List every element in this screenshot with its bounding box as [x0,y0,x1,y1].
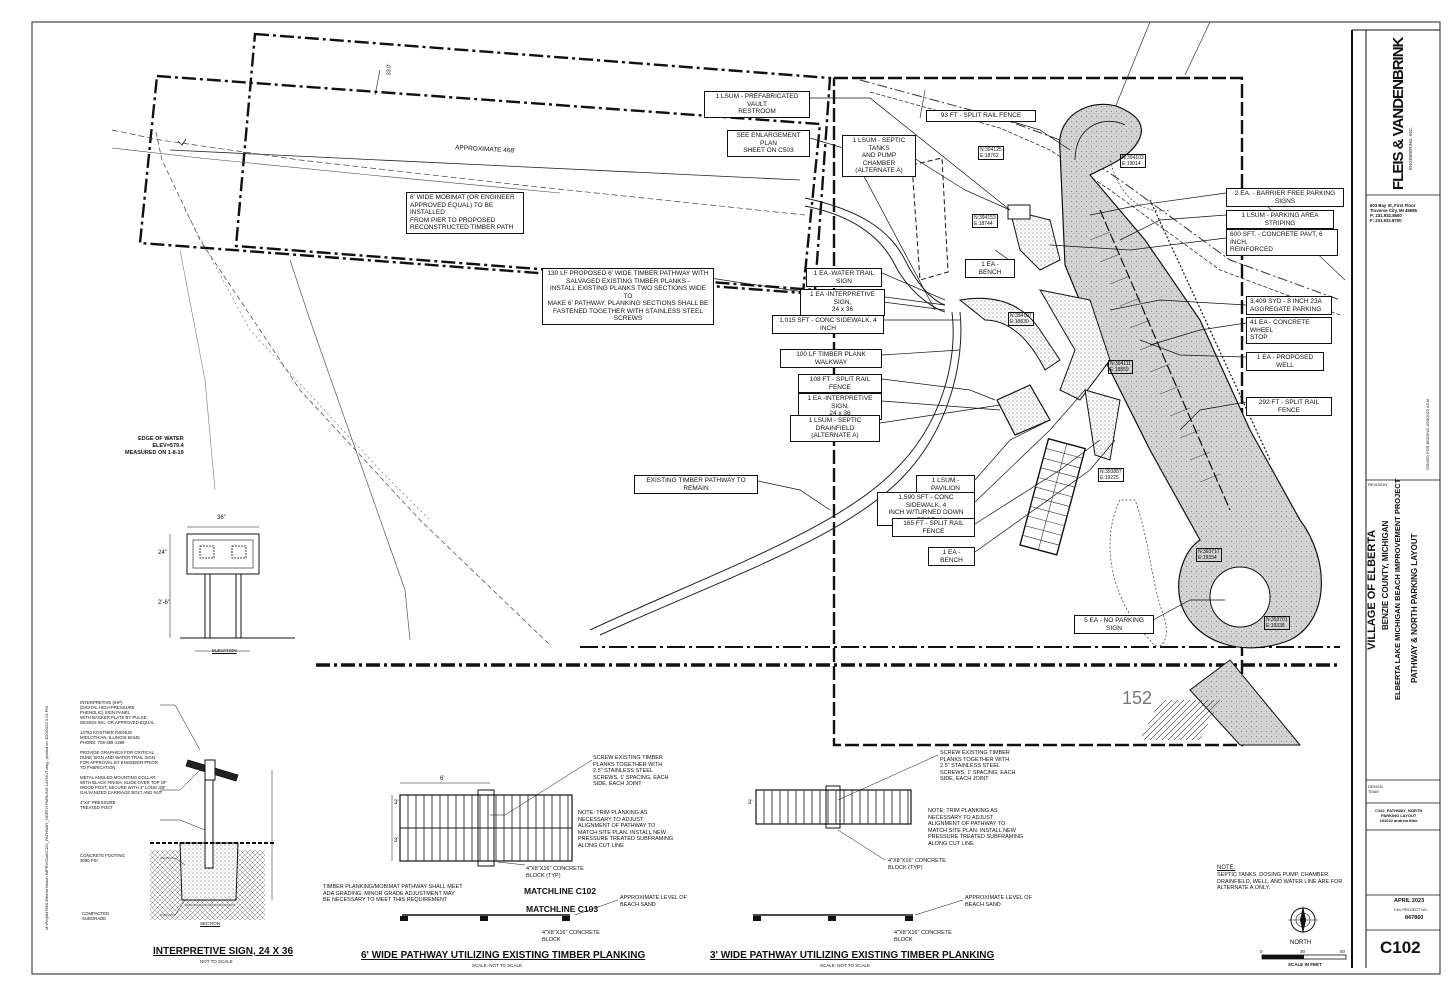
p3-screw-note: SCREW EXISTING TIMBER PLANKS TOGETHER WI… [940,750,1016,782]
design-team: DESIGN TEAM [1368,785,1383,794]
general-note-title: NOTE: [1217,865,1236,871]
file-name: C102_PATHWAY_NORTH PARKING LAYOUT 101022… [1375,808,1423,823]
sign-detail-title: INTERPRETIVE SIGN, 24 X 36 [153,946,294,957]
mobimat-note: TIMBER PLANKING/MOBIMAT PATHWAY SHALL ME… [323,884,463,903]
p6-screw-note: SCREW EXISTING TIMBER PLANKS TOGETHER WI… [593,755,669,787]
callout-proposed-well: 1 EA - PROPOSED WELL [1246,352,1324,371]
p6-scale: SCALE: NOT TO SCALE [472,963,523,968]
north-label: NORTH [1290,940,1312,946]
callout-barrier-free-signs: 2 EA. - BARRIER FREE PARKING SIGNS [1226,188,1344,207]
callout-mobimat: 6' WIDE MOBIMAT (OR ENGINEER APPROVED EQ… [406,192,524,234]
firm-subtitle: ENGINEERING, INC. [1408,126,1413,170]
p3-scale: SCALE: NOT TO SCALE [820,963,871,968]
p6-sand-note: APPROXIMATE LEVEL OF BEACH SAND [620,895,687,908]
file-path-stamp: M:\Proj\847860-Elberta Beach IMPRV\Civil… [44,706,49,930]
sign-footing-label: CONCRETE FOOTING 3000 PSI [80,853,125,863]
callout-split-rail-93: 93 FT - SPLIT RAIL FENCE [926,110,1036,122]
callout-bench-2: 1 EA - BENCH [928,547,975,566]
callout-timber-pathway-130: 130 LF PROPOSED 6' WIDE TIMBER PATHWAY W… [542,268,714,325]
sheet-date: APRIL 2023 [1394,898,1425,904]
sheet-number: C102 [1380,938,1421,957]
scale-label: SCALE IN FEET [1288,962,1322,967]
p3-block2-note: 4"X8"X16" CONCRETE BLOCK [894,930,952,943]
p3-block-note: 4"X8"X16" CONCRETE BLOCK (TYP) [888,858,946,871]
callout-split-rail-292: 292 FT - SPLIT RAIL FENCE [1246,397,1332,416]
sign-dim-post: 2'-6" [158,600,170,606]
p3-dim-3: 3' [748,800,753,806]
contour-label: 152 [1122,688,1153,708]
callout-vault-restroom: 1 LSUM - PREFABRICATED VAULT RESTROOM [704,91,810,118]
sign-dim-width: 36" [217,515,226,521]
p3-trim-note: NOTE: TRIM PLANKING AS NECESSARY TO ADJU… [928,808,1024,847]
revision-label: REVISION [1368,482,1388,487]
callout-water-trail-sign: 1 EA -WATER TRAIL SIGN [806,268,882,287]
sheet-title: PATHWAY & NORTH PARKING LAYOUT [1410,533,1419,684]
callout-septic-tanks: 1 LSUM - SEPTIC TANKS AND PUMP CHAMBER (… [842,135,916,177]
callout-septic-drainfield: 1 LSUM - SEPTIC DRAINFIELD (ALTERNATE A) [790,415,880,442]
coord-tag: N:394107 E:18830 [1008,312,1034,326]
callout-sidewalk-1015: 1,015 SFT - CONC SIDEWALK, 4 INCH [772,315,884,334]
callout-split-rail-165: 165 FT - SPLIT RAIL FENCE [892,518,975,537]
scale-60: 60 [1340,949,1346,954]
matchline-c103: MATCHLINE C103 [526,904,599,914]
callout-bench-1: 1 EA - BENCH [965,259,1015,278]
coord-tag: N:393701 E:19338 [1264,616,1290,630]
sign-notes: INTERPRETIVE (IHP) (DIGITAL HIGH-PRESSUR… [80,700,167,810]
issued-note: ISSUED FOR BIDDING 3/20/2023 ACM [1425,399,1430,470]
sign-section-label: SECTION [200,921,221,926]
p6-trim-note: NOTE: TRIM PLANKING AS NECESSARY TO ADJU… [578,810,674,849]
project-number-label: F&V PROJECT NO. [1394,908,1428,912]
general-note-body: SEPTIC TANKS, DOSING PUMP, CHAMBER, DRAI… [1217,872,1343,891]
p3-title: 3' WIDE PATHWAY UTILIZING EXISTING TIMBE… [710,950,995,961]
p6-title: 6' WIDE PATHWAY UTILIZING EXISTING TIMBE… [361,950,646,961]
project-name: ELBERTA LAKE MICHIGAN BEACH IMPROVEMENT … [1393,478,1402,700]
coord-tag: N:393887 E:19225 [1098,468,1124,482]
firm-logo: FLEIS & VANDENBRINK [1390,37,1407,190]
scale-0: 0 [1260,949,1263,954]
project-number: 847860 [1405,915,1424,921]
sign-detail-scale: NOT TO SCALE [200,959,233,964]
callout-wheel-stop: 41 EA - CONCRETE WHEEL STOP [1246,317,1332,344]
callout-enlargement: SEE ENLARGEMENT PLAN SHEET ON C503 [727,130,810,157]
coord-tag: N:393717 E:19334 [1196,548,1222,562]
callout-timber-walkway-100: 100 LF TIMBER PLANK WALKWAY [780,349,882,368]
matchline-c102: MATCHLINE C102 [524,886,597,896]
callout-aggregate-parking: 3,409 SYD - 8 INCH 23A AGGREGATE PARKING [1246,296,1332,315]
p6-block-note: 4"X8"X16" CONCRETE BLOCK (TYP) [526,866,584,879]
dimension-33: 33.0' [386,63,393,76]
callout-no-parking-signs: 5 EA - NO PARKING SIGN [1074,615,1154,634]
callout-split-rail-108: 108 FT - SPLIT RAIL FENCE [798,374,882,393]
coord-tag: N:394103 E:19014 [1120,154,1146,168]
coord-tag: N:394125 E:18762 [978,146,1004,160]
scale-30: 30 [1300,949,1306,954]
callout-interpretive-sign-1: 1 EA -INTERPRETIVE SIGN, 24 x 36 [800,289,885,316]
p6-block2-note: 4"X8"X16" CONCRETE BLOCK [542,930,600,943]
sign-elevation-label: ELEVATION [212,648,237,653]
firm-address: 603 Bay St, First Floor Traverse City, M… [1370,203,1417,223]
callout-parking-striping: 1 LSUM - PARKING AREA STRIPING [1226,210,1334,229]
sign-dim-height: 24" [158,550,167,556]
callout-concrete-pavt: 600 SFT. - CONCRETE PAVT, 6 INCH, REINFO… [1226,229,1338,256]
p6-dim-6: 6' [440,776,445,782]
client-county: BENZIE COUNTY, MICHIGAN [1381,520,1390,630]
p3-sand-note: APPROXIMATE LEVEL OF BEACH SAND [965,895,1032,908]
p6-dim-3b: 3' [394,838,399,844]
client-name: VILLAGE OF ELBERTA [1366,529,1378,650]
edge-of-water-label: EDGE OF WATER ELEV=579.4 MEASURED ON 1-8… [125,436,184,456]
p6-dim-3a: 3' [394,800,399,806]
coord-tag: N:394111 E:18859 [1108,360,1133,374]
coord-tag: N:394153 E:18744 [972,214,998,228]
sign-subgrade-label: COMPACTED SUBGRADE [82,911,110,921]
callout-existing-pathway: EXISTING TIMBER PATHWAY TO REMAIN [634,475,758,494]
